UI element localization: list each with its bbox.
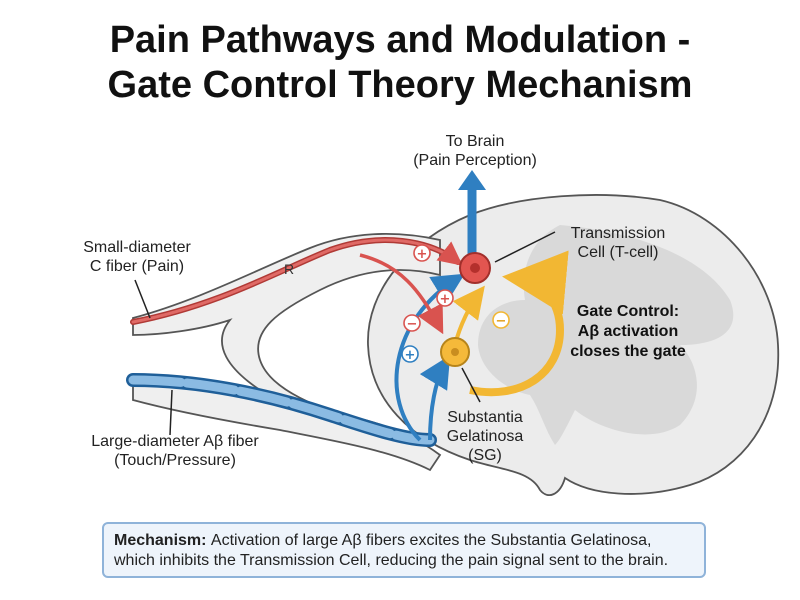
mechanism-box: Mechanism: Activation of large Aβ fibers… bbox=[102, 522, 706, 578]
gate-line-1: Gate Control: bbox=[576, 303, 680, 320]
sign-sg-inhibits-t: − bbox=[492, 311, 510, 329]
sign-c-inhibits-sg: − bbox=[403, 314, 421, 332]
abeta-line-1: Large-diameter Aβ fiber bbox=[91, 433, 259, 450]
title-line-1: Pain Pathways and Modulation - bbox=[109, 19, 691, 61]
mechanism-text: Activation of large Aβ fibers excites th… bbox=[114, 532, 669, 569]
abeta-line-2: (Touch/Pressure) bbox=[114, 452, 236, 469]
abeta-label: Large-diameter Aβ fiber (Touch/Pressure) bbox=[80, 432, 270, 470]
abeta-branch-to-tcell bbox=[394, 273, 465, 442]
svg-text:−: − bbox=[407, 317, 418, 332]
tcell-pointer bbox=[494, 231, 556, 263]
c-fiber-line-1: Small-diameter bbox=[83, 239, 191, 256]
title-line-2: Gate Control Theory Mechanism bbox=[107, 64, 693, 106]
to-brain-line-1: To Brain bbox=[445, 133, 505, 150]
c-fiber-label: Small-diameter C fiber (Pain) bbox=[62, 238, 212, 276]
sg-pointer bbox=[461, 367, 481, 403]
abeta-myelin bbox=[128, 375, 435, 445]
abeta-branch-to-sg bbox=[419, 355, 451, 441]
sg-cell-nucleus bbox=[451, 348, 459, 356]
svg-text:+: + bbox=[417, 247, 428, 262]
svg-text:+: + bbox=[440, 292, 451, 307]
tcell-line-2: Cell (T-cell) bbox=[577, 244, 659, 261]
c-fiber-pointer bbox=[134, 279, 151, 319]
abeta-pointer bbox=[169, 389, 173, 436]
tcell-label: Transmission Cell (T-cell) bbox=[548, 224, 688, 262]
gate-control-label: Gate Control: Aβ activation closes the g… bbox=[548, 302, 708, 362]
arrow-head-up bbox=[458, 170, 486, 190]
sign-c-to-sg: + bbox=[436, 289, 454, 307]
svg-text:+: + bbox=[405, 348, 416, 363]
gate-control-curve bbox=[469, 250, 569, 397]
gate-line-3: closes the gate bbox=[570, 343, 686, 360]
to-brain-label: To Brain (Pain Perception) bbox=[400, 132, 550, 170]
to-brain-line-2: (Pain Perception) bbox=[413, 152, 537, 169]
tcell-line-1: Transmission bbox=[570, 225, 666, 242]
sg-line-2: Gelatinosa bbox=[446, 428, 524, 445]
diagram-title: Pain Pathways and Modulation - Gate Cont… bbox=[0, 18, 800, 108]
svg-text:−: − bbox=[496, 314, 507, 329]
c-fiber-line-2: C fiber (Pain) bbox=[89, 258, 185, 275]
c-fiber-branch-to-sg bbox=[359, 253, 444, 335]
sg-line-1: Substantia bbox=[447, 409, 523, 426]
sg-line-3: (SG) bbox=[468, 447, 502, 464]
sign-c-to-t: + bbox=[413, 244, 431, 262]
sign-abeta-to-sg: + bbox=[401, 345, 419, 363]
sg-label: Substantia Gelatinosa (SG) bbox=[430, 408, 540, 465]
root-letter: R bbox=[284, 261, 294, 277]
gate-line-2: Aβ activation bbox=[577, 323, 679, 340]
mechanism-heading: Mechanism: bbox=[114, 532, 211, 549]
t-cell-nucleus bbox=[470, 263, 480, 273]
